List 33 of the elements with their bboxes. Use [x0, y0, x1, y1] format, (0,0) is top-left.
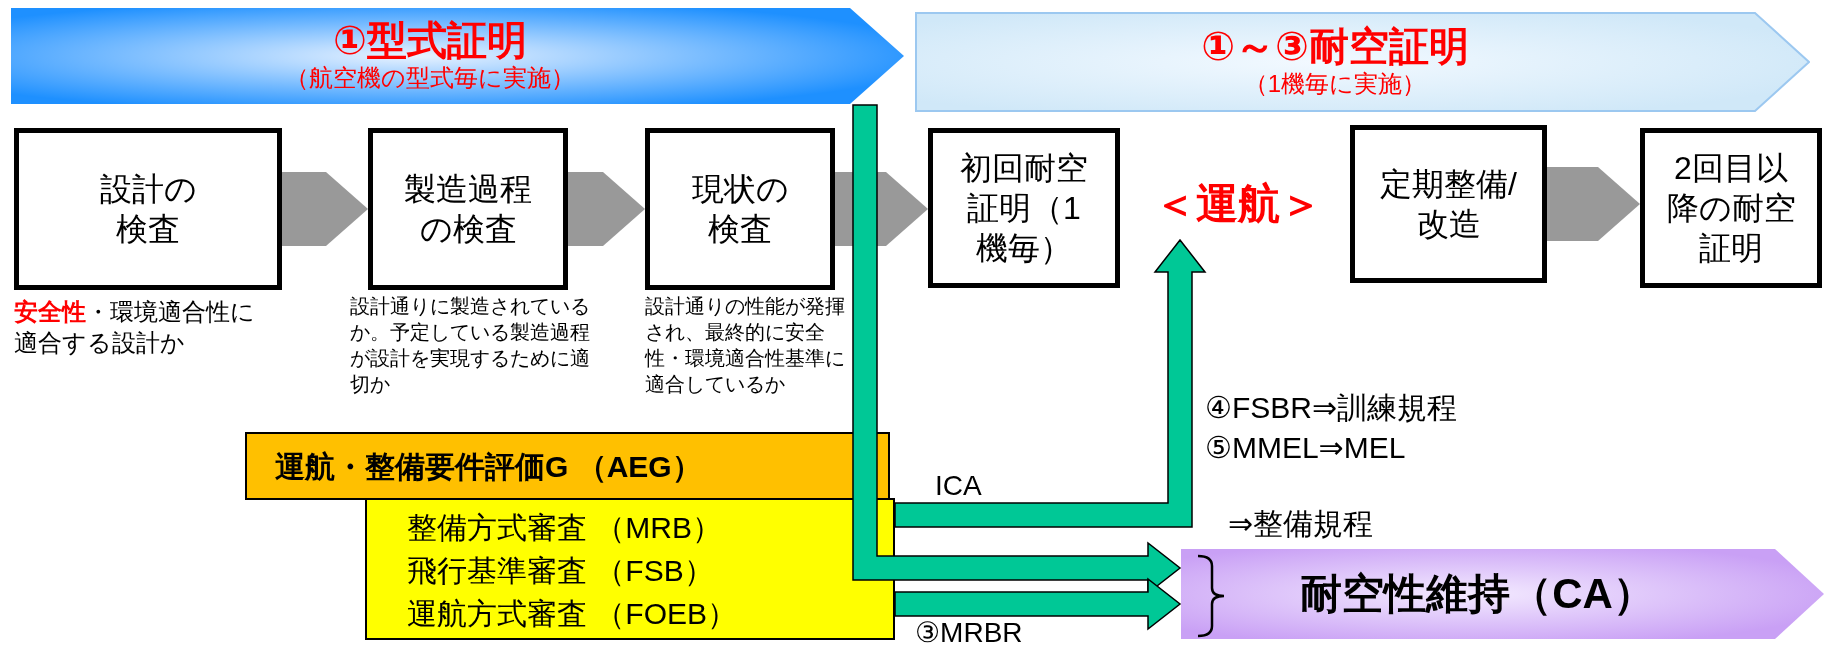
banner-subtitle: （航空機の型式毎に実施）: [285, 63, 575, 93]
process-box: 現状の検査: [645, 128, 835, 290]
list-item: 整備方式審査 （MRB）: [407, 510, 722, 546]
description-text: 安全性・環境適合性に適合する設計か: [14, 297, 256, 359]
block-arrow: [894, 238, 1207, 528]
banner-subtitle: （1機毎に実施）: [1243, 69, 1427, 99]
banner-title: ①型式証明: [333, 18, 527, 62]
note-text: ⑤MMEL⇒MEL: [1205, 430, 1406, 465]
phase-banner: [1180, 548, 1825, 640]
block-arrow: [894, 577, 1182, 631]
group-header-box: 運航・整備要件評価G （AEG）: [245, 432, 890, 500]
description-text: 設計通りに製造されているか。予定している製造過程が設計を実現するために適切か: [350, 294, 590, 397]
list-item: 運航方式審査 （FOEB）: [407, 596, 737, 632]
process-box: 設計の検査: [14, 128, 282, 290]
banner-title: ①～③耐空証明: [1201, 24, 1469, 68]
banner-title: 耐空性維持（CA）: [1300, 569, 1655, 619]
chevron-arrow: [568, 172, 645, 246]
list-item: 飛行基準審査 （FSB）: [407, 553, 714, 589]
description-text: 設計通りの性能が発揮され、最終的に安全性・環境適合性基準に適合しているか: [645, 294, 846, 397]
edge-label: ③MRBR: [915, 616, 1023, 647]
phase-banner: [915, 12, 1810, 112]
process-box: 定期整備/改造: [1350, 125, 1547, 283]
note-text: ④FSBR⇒訓練規程: [1205, 390, 1458, 426]
note-text: ⇒整備規程: [1228, 506, 1374, 542]
process-box: 初回耐空証明（1機毎）: [928, 128, 1120, 288]
phase-banner: [10, 7, 905, 105]
process-box: 2回目以降の耐空証明: [1640, 128, 1822, 288]
review-box: [365, 498, 895, 640]
process-box: 製造過程の検査: [368, 128, 568, 290]
edge-label: ICA: [935, 470, 982, 502]
chevron-arrow: [1547, 167, 1640, 241]
status-text: ＜運航＞: [1140, 168, 1335, 240]
chevron-arrow: [282, 172, 368, 246]
